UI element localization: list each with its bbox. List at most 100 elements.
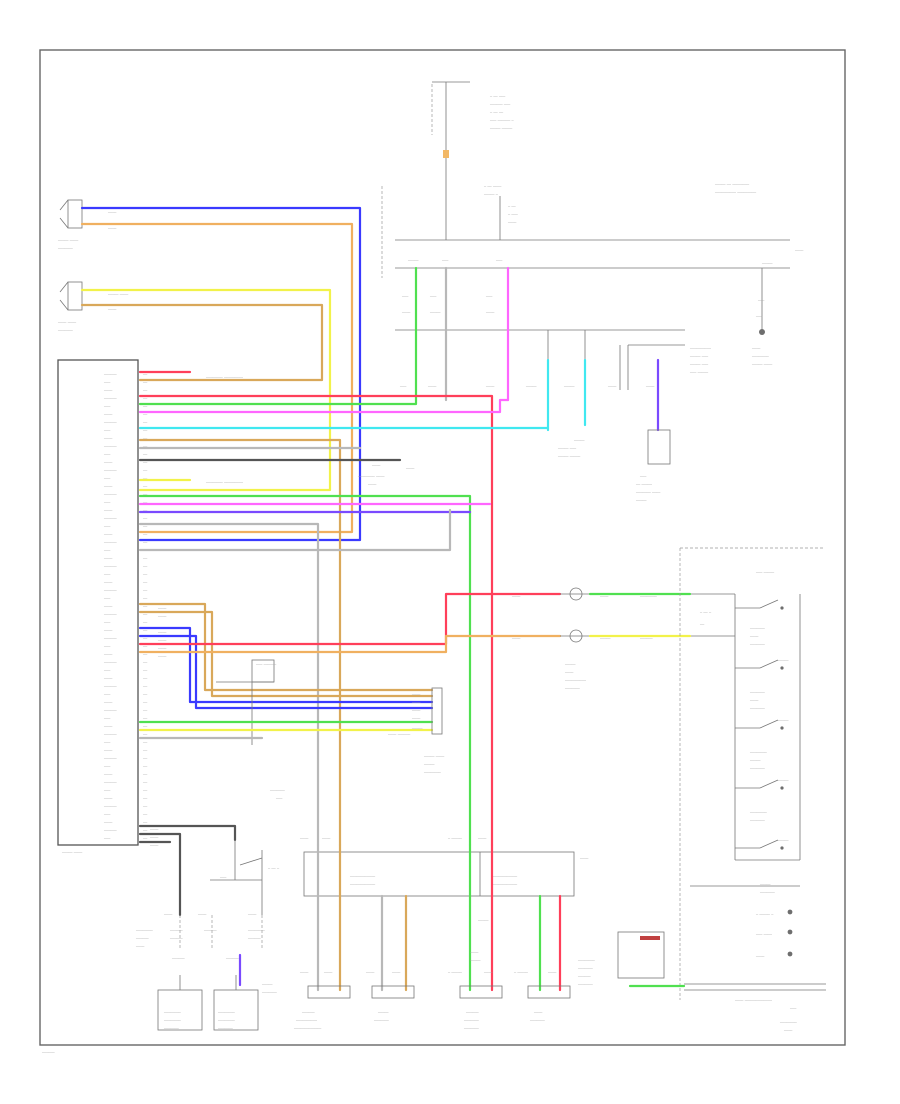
- audio-unit: _____ ____: [57, 359, 139, 853]
- pin-label: ______: [103, 826, 117, 831]
- switch-contacts: [735, 599, 784, 850]
- pin-label: ______: [103, 394, 117, 399]
- svg-text:______: ______: [225, 954, 239, 959]
- pin-label: ______: [103, 754, 117, 759]
- svg-text:________ _________: ________ _________: [205, 478, 244, 483]
- svg-text:______ ___: ______ ___: [489, 100, 511, 105]
- svg-text:_ _____: _ _____: [447, 834, 463, 839]
- svg-text:________: ________: [163, 1008, 182, 1013]
- svg-text:_______ ____: _______ ____: [635, 488, 661, 493]
- pin-number: __: [142, 442, 148, 447]
- svg-text:_______: _______: [217, 1024, 234, 1029]
- pin-number: __: [142, 810, 148, 815]
- pin-label: ____: [103, 434, 113, 439]
- svg-text:_______: _______: [749, 704, 766, 709]
- svg-text:______: ______: [639, 634, 653, 639]
- pin-label: ____: [103, 722, 113, 727]
- pin-label: ______: [103, 706, 117, 711]
- left-rear-speaker: ____ ____ _______: [57, 281, 83, 331]
- svg-text:___: ___: [219, 873, 227, 878]
- pin-label: ___: [103, 402, 111, 407]
- pin-label: ___: [103, 690, 111, 695]
- svg-text:_____: _____: [411, 724, 423, 729]
- pin-number: __: [142, 834, 148, 839]
- svg-text:___: ___: [757, 296, 765, 301]
- pin-label: ____: [103, 554, 113, 559]
- svg-text:__: __: [699, 620, 705, 625]
- svg-text:____: ____: [149, 833, 159, 838]
- svg-text:________: ________: [163, 1016, 182, 1021]
- svg-text:____: ____: [107, 208, 117, 213]
- svg-text:_______: _______: [564, 684, 581, 689]
- svg-text:____: ____: [367, 480, 377, 485]
- subwoofer: ______ _______ _______: [459, 985, 503, 1029]
- svg-text:____: ____: [607, 382, 617, 387]
- pin-number: __: [142, 722, 148, 727]
- pin-label: ____: [103, 746, 113, 751]
- svg-text:___: ___: [275, 794, 283, 799]
- pin-number: __: [142, 690, 148, 695]
- svg-text:_____ ___: _____ ___: [689, 352, 709, 357]
- svg-text:______: ______: [247, 934, 261, 939]
- svg-text:___: ___: [399, 382, 407, 387]
- pin-number: __: [142, 450, 148, 455]
- pin-label: ____: [103, 458, 113, 463]
- svg-text:______: ______: [169, 934, 183, 939]
- pin-number: __: [142, 682, 148, 687]
- svg-text:________: ________: [749, 808, 768, 813]
- svg-text:_____: _____: [777, 716, 789, 721]
- svg-text:_____: _____: [599, 634, 611, 639]
- svg-text:___: ___: [789, 1004, 797, 1009]
- svg-text:____: ____: [107, 305, 117, 310]
- svg-text:____: ____: [299, 834, 309, 839]
- svg-text:____: ____: [323, 968, 333, 973]
- pin-label: ____: [103, 530, 113, 535]
- svg-text:_ __ __: _ __ __: [489, 108, 504, 113]
- svg-text:____: ____: [157, 652, 167, 657]
- svg-text:_______: _______: [749, 624, 766, 629]
- pin-number: __: [142, 786, 148, 791]
- switch-terminal: [780, 786, 784, 790]
- svg-text:____: ____: [321, 834, 331, 839]
- svg-text:_____ ____: _____ ____: [57, 236, 79, 241]
- svg-text:____: ____: [149, 825, 159, 830]
- top-power-feed: _ __ ___ ______ ___ _ __ __ ___ ______ _…: [431, 81, 515, 240]
- svg-text:____: ____: [247, 910, 257, 915]
- pin-label: ___: [103, 546, 111, 551]
- svg-text:_______: _______: [577, 980, 594, 985]
- svg-text:________: ________: [639, 592, 658, 597]
- pin-label: ___: [103, 450, 111, 455]
- svg-text:________: ________: [247, 926, 266, 931]
- pin-label: ______: [103, 442, 117, 447]
- pin-label: ______: [103, 778, 117, 783]
- svg-text:___: ___: [495, 256, 503, 261]
- pin-number: __: [142, 618, 148, 623]
- svg-text:___: ___: [401, 292, 409, 297]
- switch-contact: [759, 659, 779, 669]
- pin-label: ___: [103, 378, 111, 383]
- svg-text:____ _____________: ____ _____________: [734, 996, 773, 1001]
- pin-number: __: [142, 738, 148, 743]
- svg-text:_____: _____: [573, 436, 585, 441]
- svg-text:____: ____: [405, 464, 415, 469]
- switch-terminal: [780, 726, 784, 730]
- pin-label: ___: [103, 762, 111, 767]
- diagram-border: [39, 49, 846, 1046]
- svg-text:_____: _____: [777, 656, 789, 661]
- switch-terminal: [780, 666, 784, 670]
- svg-text:____: ____: [483, 968, 493, 973]
- front-speaker: _____ _______: [371, 985, 415, 1021]
- pin-label: ____: [103, 794, 113, 799]
- pin-number: __: [142, 586, 148, 591]
- pin-number: __: [142, 378, 148, 383]
- pin-number: __: [142, 754, 148, 759]
- pin-number: __: [142, 658, 148, 663]
- pin-number: __: [142, 490, 148, 495]
- pin-label: ___: [103, 522, 111, 527]
- pin-label: ___: [103, 714, 111, 719]
- svg-text:____: ____: [135, 942, 145, 947]
- antenna-switch: ___ _ __ _: [210, 840, 280, 915]
- svg-text:____: ____: [469, 948, 479, 953]
- svg-text:___: ___: [639, 472, 647, 477]
